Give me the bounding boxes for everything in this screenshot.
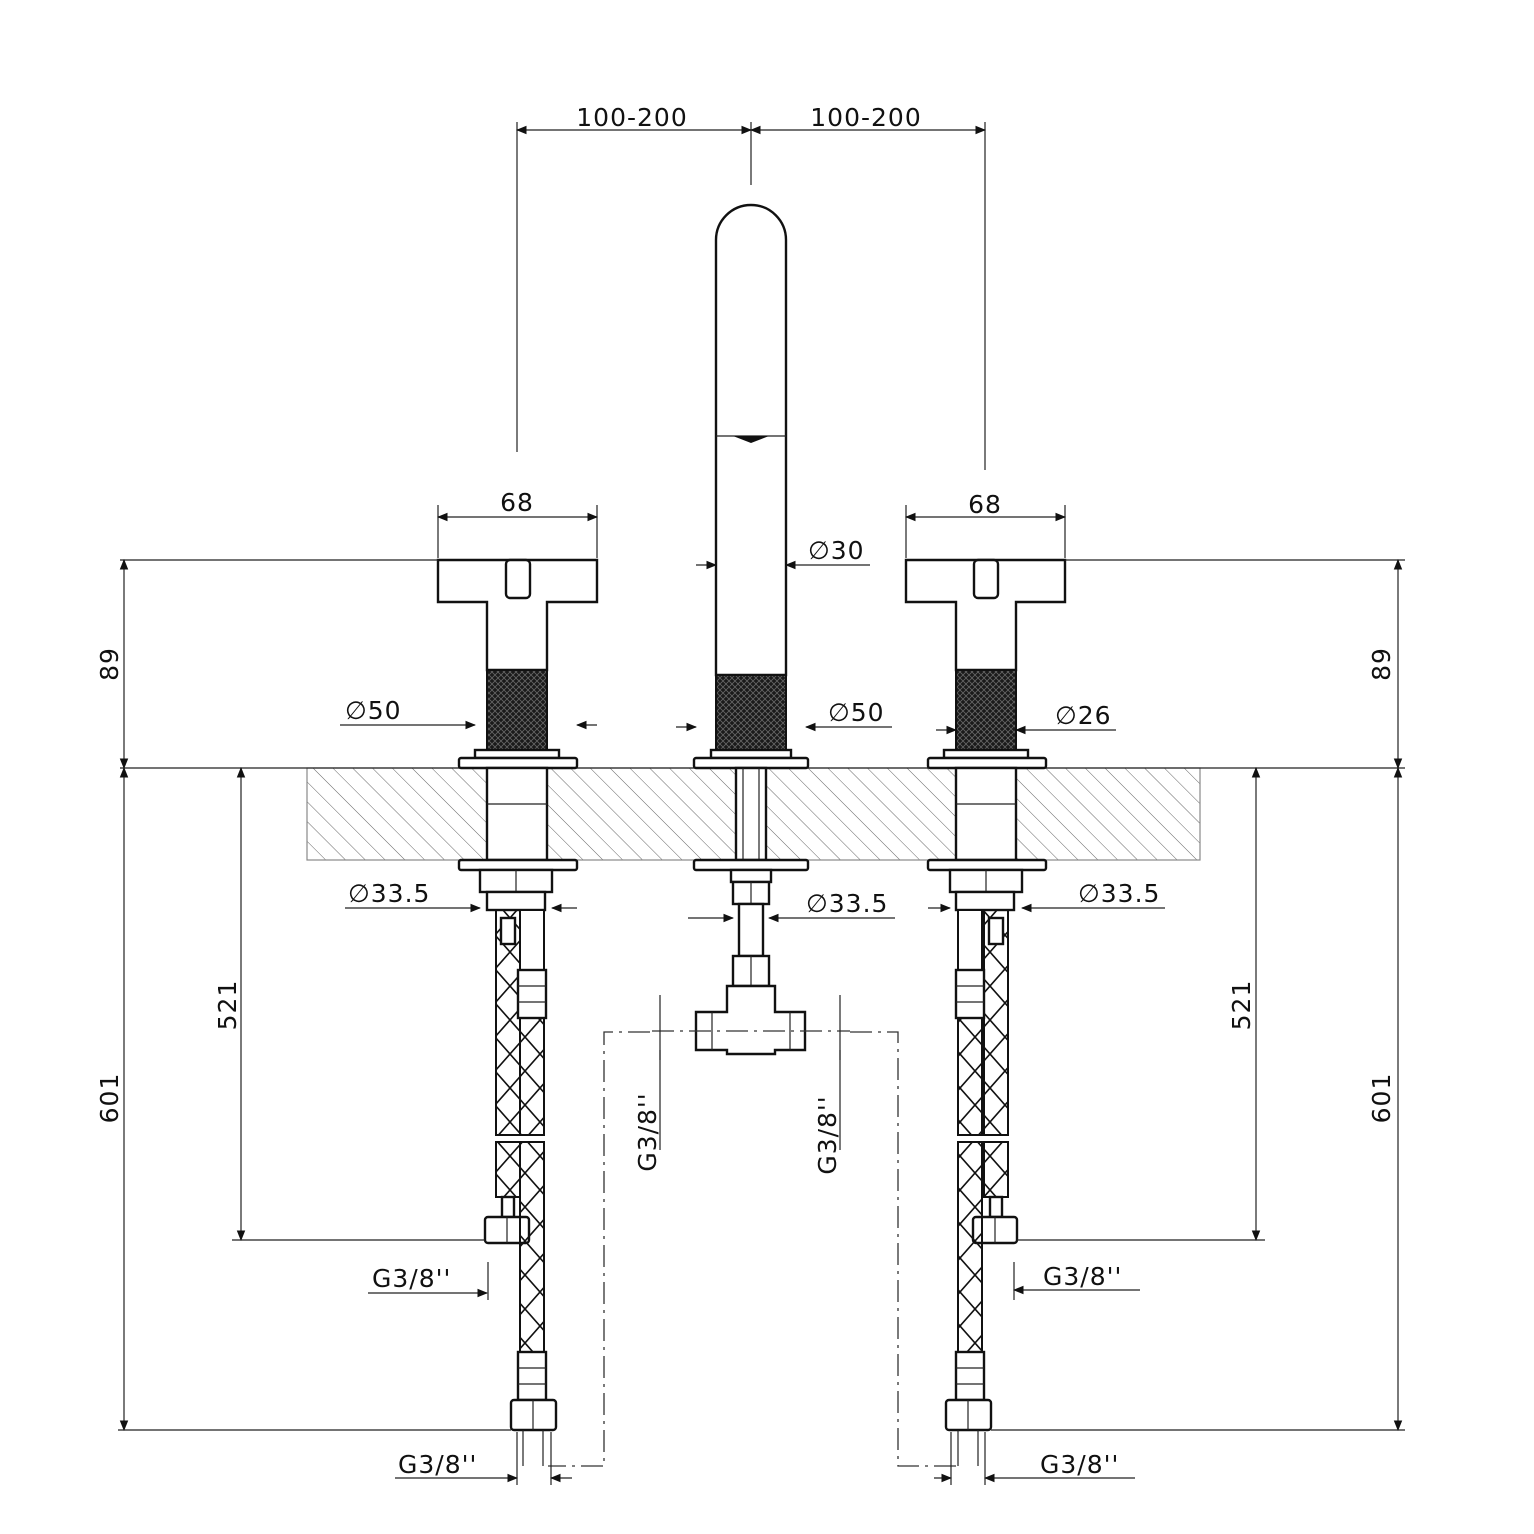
dim-thread-bottom-left: G3/8'' [398, 1450, 477, 1479]
dim-thread-bottom-right: G3/8'' [1040, 1450, 1119, 1479]
dim-thread-tee-left: G3/8'' [633, 1092, 662, 1171]
dim-handle-width-right: 68 [968, 490, 1002, 519]
dim-thread-tee-right: G3/8'' [813, 1095, 842, 1174]
dim-hose-length-right: 521 [1227, 980, 1256, 1031]
right-hoses [944, 909, 1019, 1466]
dim-hose-length-left: 521 [213, 980, 242, 1031]
dim-base-diameter-left: ∅50 [345, 696, 402, 725]
left-hoses [483, 909, 558, 1466]
dim-handle-stem-diameter-right: ∅26 [1055, 701, 1112, 730]
dim-nut-diameter-center: ∅33.5 [806, 889, 888, 918]
dim-nut-diameter-right: ∅33.5 [1078, 879, 1160, 908]
dim-spacing-left: 100-200 [576, 103, 687, 132]
center-spout [692, 203, 810, 1056]
dim-base-diameter-center: ∅50 [828, 698, 885, 727]
dim-height-right: 89 [1367, 647, 1396, 681]
left-handle-valve [436, 558, 599, 912]
right-handle-valve [904, 558, 1067, 912]
dimension-labels: 100-200 100-200 68 68 ∅30 ∅50 ∅50 ∅26 89… [95, 103, 1396, 1479]
dim-nut-diameter-left: ∅33.5 [348, 879, 430, 908]
dim-height-left: 89 [95, 647, 124, 681]
dim-total-length-left: 601 [95, 1073, 124, 1124]
dim-spout-diameter: ∅30 [808, 536, 865, 565]
dimension-lines [118, 122, 1405, 1485]
dim-total-length-right: 601 [1367, 1073, 1396, 1124]
center-hose-paths [548, 1030, 960, 1467]
dim-thread-mid-right: G3/8'' [1043, 1262, 1122, 1291]
dim-handle-width-left: 68 [500, 488, 534, 517]
dim-spacing-right: 100-200 [810, 103, 921, 132]
dim-thread-mid-left: G3/8'' [372, 1264, 451, 1293]
